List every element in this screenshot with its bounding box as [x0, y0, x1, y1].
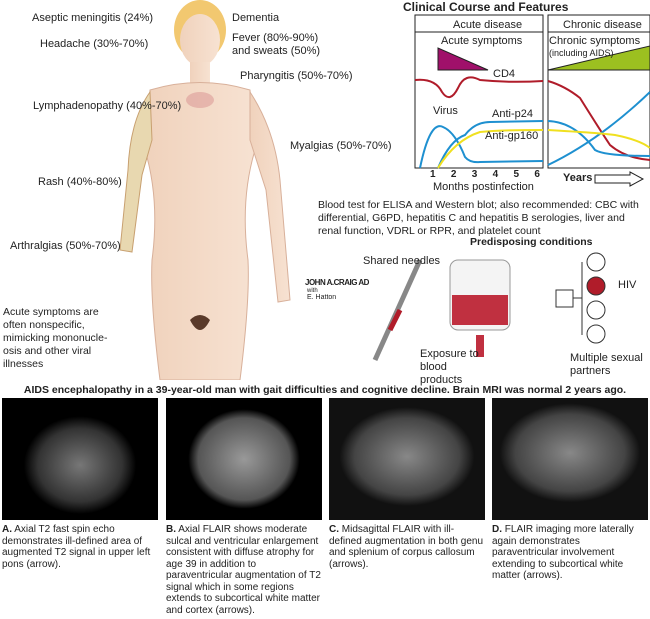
blood-test-note: Blood test for ELISA and Western blot; a… [318, 199, 639, 237]
chronic-symptoms-sub: (including AIDS) [549, 48, 614, 58]
chronic-symptoms-label: Chronic symptoms [549, 35, 641, 47]
acute-symptoms-label: Acute symptoms [441, 35, 523, 47]
patient-illustration [119, 0, 291, 380]
tick: 5 [513, 169, 520, 180]
acute-note: Acute symptoms are often nonspecific, mi… [3, 306, 108, 370]
years-label: Years [563, 172, 593, 184]
shared-needles-label: Shared needles [363, 255, 441, 267]
chronic-disease-header: Chronic disease [563, 19, 642, 31]
blood-bag-icon [449, 259, 511, 357]
virus-label: Virus [433, 105, 458, 117]
predisposing-title: Predisposing conditions [470, 236, 593, 248]
anti-p24-line [437, 120, 544, 169]
caption-d: D. FLAIR imaging more laterally again de… [492, 524, 634, 581]
hiv-label: HIV [618, 279, 637, 291]
label-arthralgias: Arthralgias (50%-70%) [10, 240, 121, 252]
label-myalgias: Myalgias (50%-70%) [290, 140, 392, 152]
years-arrow-icon [594, 171, 645, 187]
tick: 3 [471, 169, 478, 180]
tick: 4 [492, 169, 499, 180]
label-pharyngitis: Pharyngitis (50%-70%) [240, 70, 353, 82]
chart-title: Clinical Course and Features [403, 0, 569, 14]
mri-image-a [2, 398, 158, 520]
syringe-icon [372, 258, 423, 362]
sexual-partners-label: Multiple sexual partners [570, 352, 643, 377]
x-axis-label: Months postinfection [433, 181, 534, 193]
mri-title: AIDS encephalopathy in a 39-year-old man… [23, 384, 627, 396]
anti-gp160-label: Anti-gp160 [485, 130, 539, 142]
mri-image-d [492, 398, 648, 520]
cd4-label: CD4 [493, 68, 516, 80]
acute-disease-header: Acute disease [453, 19, 523, 31]
signature-with: with [307, 288, 318, 294]
mri-image-b [166, 398, 322, 520]
caption-c: C. Midsagittal FLAIR with ill-defined au… [329, 524, 484, 570]
label-dementia: Dementia [232, 12, 280, 24]
acute-symptoms-triangle [437, 47, 489, 71]
mri-image-c [329, 398, 485, 520]
signature-coauthor: E. Hatton [307, 294, 337, 301]
signature: JOHN A.CRAIG AD [305, 278, 369, 287]
label-headache: Headache (30%-70%) [40, 38, 149, 50]
caption-b: B. Axial FLAIR shows moderate sulcal and… [166, 524, 321, 616]
tick: 1 [430, 169, 436, 180]
label-aseptic-meningitis: Aseptic meningitis (24%) [32, 12, 154, 24]
tick: 6 [534, 169, 540, 180]
blood-products-label: Exposure to blood products [420, 348, 479, 386]
label-rash: Rash (40%-80%) [38, 176, 122, 188]
anti-p24-label: Anti-p24 [492, 108, 533, 120]
label-fever: Fever (80%-90%) and sweats (50%) [232, 32, 321, 57]
chronic-symptoms-triangle [547, 45, 650, 71]
tick: 2 [450, 169, 457, 180]
x-axis-ticks: 1 2 3 4 5 6 [430, 169, 540, 180]
caption-a: A. Axial T2 fast spin echo demonstrates … [2, 524, 151, 570]
anti-gp160-line [437, 129, 650, 169]
clinical-course-chart [414, 14, 650, 187]
partners-diagram-icon [555, 252, 606, 344]
label-lymphadenopathy: Lymphadenopathy (40%-70%) [33, 100, 182, 112]
predisposing-illustrations [372, 252, 606, 362]
